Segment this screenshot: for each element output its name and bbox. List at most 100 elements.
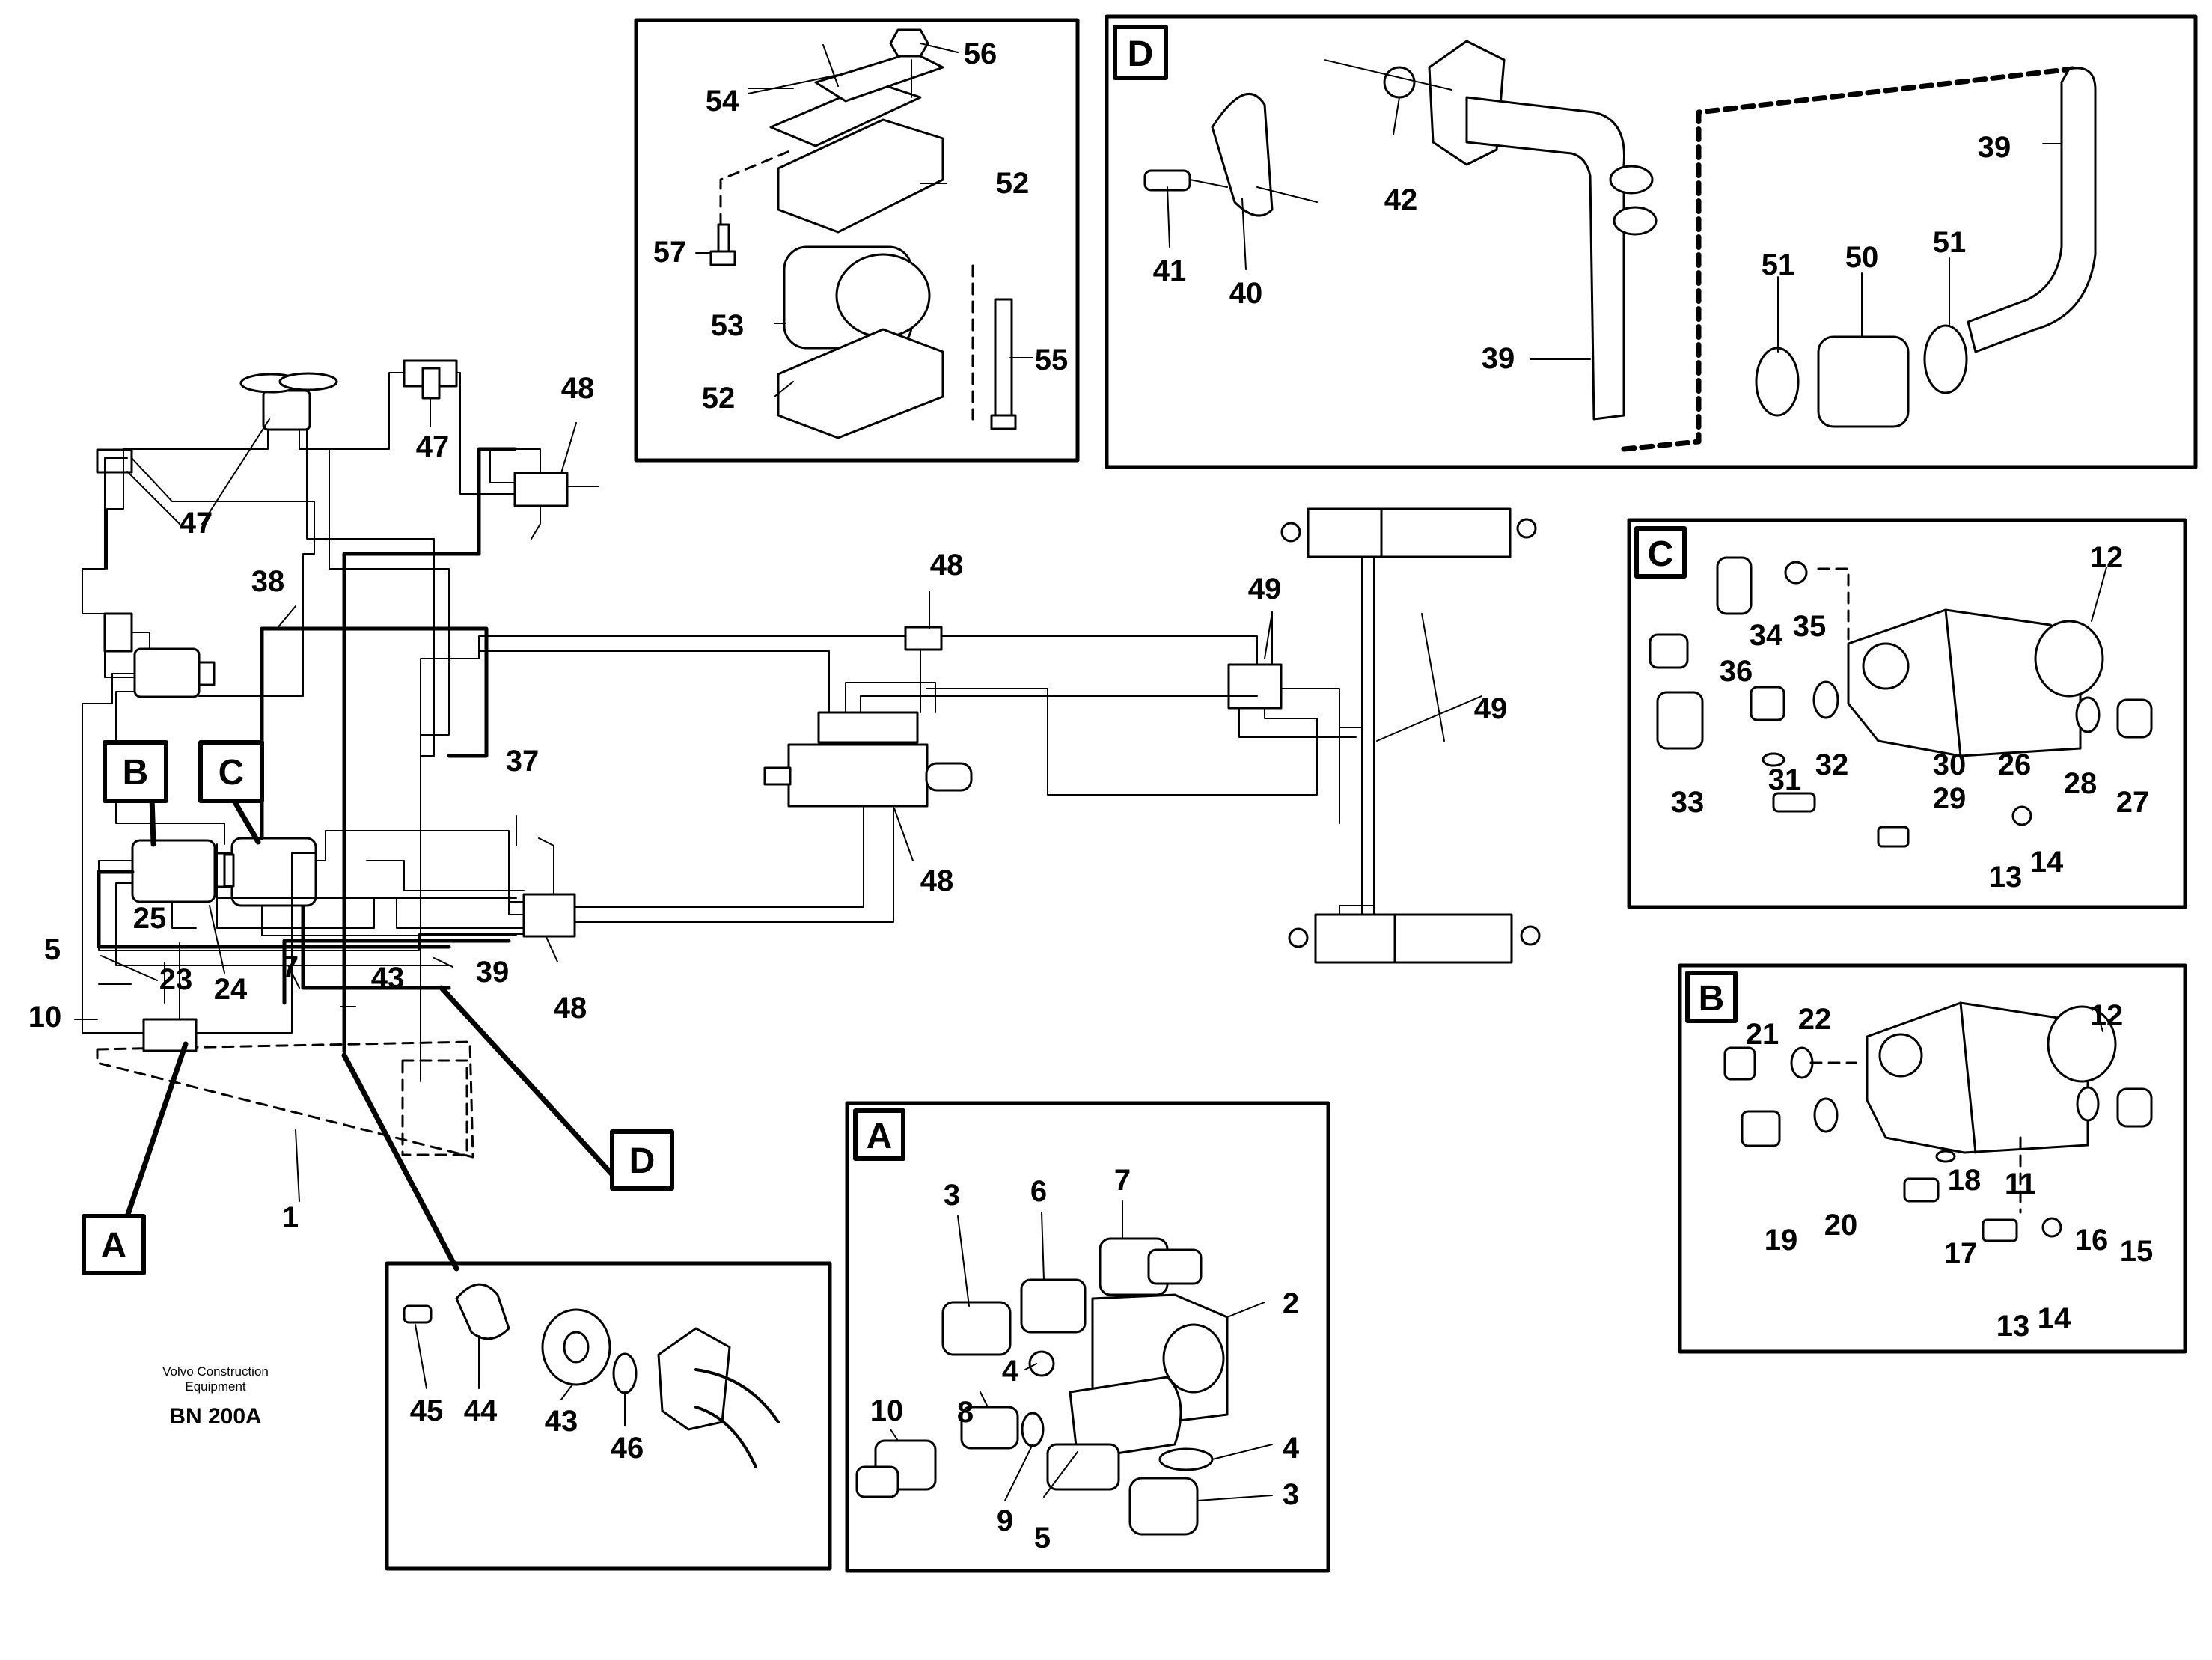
callout-c-13: 13 (1989, 861, 2023, 894)
callout-37: 37 (506, 745, 540, 778)
screw-45 (403, 1304, 433, 1324)
clamp-half-52-top (777, 118, 944, 234)
callout-c-35: 35 (1793, 610, 1827, 643)
callout-54: 54 (706, 85, 739, 118)
callout-45: 45 (410, 1394, 444, 1427)
callout-b-19: 19 (1765, 1224, 1798, 1257)
steering-cylinder-top (1307, 507, 1512, 558)
pump-11 (1866, 1001, 2089, 1154)
detail-panel-a (845, 1101, 1330, 1573)
callout-lines (74, 43, 2107, 1501)
valve-a (142, 1018, 198, 1052)
washer-14-b (2041, 1217, 2062, 1238)
fitting-36 (1649, 633, 1689, 669)
detail-box-labels: D C B A B C A D (82, 25, 1738, 1275)
detail-panel-b (1678, 963, 2187, 1354)
seal-18 (1935, 1150, 1956, 1163)
hose-39-port-2 (1613, 206, 1658, 236)
elbow-34 (1716, 556, 1753, 615)
label-box-d-panel (1113, 25, 1168, 80)
auxiliary-pump-shaft (198, 661, 216, 686)
callout-c-14: 14 (2030, 846, 2064, 879)
callout-c-32: 32 (1815, 748, 1849, 781)
callout-a-9: 9 (997, 1504, 1013, 1537)
callout-a-3-top: 3 (944, 1179, 960, 1212)
callout-b-21: 21 (1746, 1018, 1779, 1051)
part-numbers-flange: 45 44 43 46 (410, 1394, 644, 1465)
pump-26 (1847, 608, 2082, 757)
valve-48-top (513, 472, 569, 507)
label-box-d-main (610, 1129, 674, 1191)
elbow-body (1069, 1376, 1182, 1461)
callout-c-29: 29 (1933, 782, 1967, 815)
washer-14-c (2011, 805, 2032, 826)
valve-49 (1227, 663, 1283, 710)
clamp-block-53-bore (835, 253, 931, 338)
detail-panel-c (1627, 518, 2187, 909)
label-box-b-panel (1685, 971, 1738, 1023)
callout-47-top: 47 (416, 430, 450, 463)
elbow-3-top (941, 1301, 1012, 1356)
elbow-33 (1656, 691, 1704, 750)
fitting-29 (1772, 792, 1816, 813)
pump-b (131, 839, 216, 903)
callout-44: 44 (464, 1394, 498, 1427)
sensor-10-tip (855, 1465, 899, 1498)
label-b-panel: B (1699, 979, 1725, 1019)
steering-cylinder-bottom (1314, 913, 1513, 964)
callout-39-flexible: 39 (1978, 131, 2011, 164)
callout-a-2: 2 (1283, 1287, 1299, 1320)
cylinder-bottom-eye-left (1288, 927, 1309, 948)
callout-b-15: 15 (2120, 1235, 2154, 1268)
callout-43-detail: 43 (545, 1405, 578, 1438)
detail-clamp-assembly (709, 28, 1017, 439)
seal-22 (1790, 1046, 1814, 1079)
label-box-a-panel (853, 1108, 905, 1161)
detail-d-assembly (1143, 40, 2097, 452)
screw-13-b (1982, 1218, 2018, 1242)
callout-24: 24 (214, 973, 248, 1006)
o-ring-12-c (2034, 620, 2104, 698)
elbow-3-bottom (1128, 1477, 1199, 1536)
callout-43-main: 43 (371, 962, 405, 995)
label-c-main: C (219, 753, 245, 793)
control-valve-end (925, 762, 973, 792)
steering-wheel-right (278, 372, 338, 391)
callout-7: 7 (282, 950, 299, 983)
callout-56: 56 (964, 37, 997, 70)
callout-42: 42 (1384, 183, 1418, 216)
callout-1: 1 (282, 1201, 299, 1234)
label-b-main: B (123, 753, 149, 793)
flange-43-bore (563, 1331, 590, 1364)
valve-47-left (96, 448, 133, 474)
callout-49-cylinders: 49 (1474, 692, 1508, 725)
control-valve-top (817, 711, 919, 744)
callout-10: 10 (28, 1001, 62, 1034)
callout-c-33: 33 (1671, 786, 1705, 819)
callout-b-13: 13 (1996, 1310, 2030, 1343)
callout-a-7: 7 (1114, 1164, 1131, 1197)
callout-53: 53 (711, 309, 745, 342)
valve-47-top-body (421, 367, 441, 400)
detail-a-assembly (855, 1237, 1229, 1536)
callout-57: 57 (653, 236, 687, 269)
fitting-17 (1903, 1177, 1940, 1203)
pump-11-port (1878, 1033, 1923, 1078)
brand-line-1: Volvo Construction (162, 1364, 269, 1379)
callout-46: 46 (611, 1432, 644, 1465)
callout-51-left: 51 (1762, 248, 1795, 281)
main-schematic (82, 359, 1541, 1159)
part-numbers-d: 42 41 40 39 39 51 50 51 (1153, 131, 2011, 375)
seal-9 (1021, 1412, 1045, 1447)
o-ring-42 (1383, 66, 1416, 99)
callout-a-4-top: 4 (1002, 1355, 1019, 1388)
screw-57-head (709, 250, 736, 266)
label-box-c-panel (1634, 526, 1687, 579)
part-numbers-b: 12 21 22 18 11 19 20 16 17 15 13 14 (1746, 999, 2154, 1343)
callout-52-bottom: 52 (702, 382, 736, 415)
callout-b-17: 17 (1944, 1237, 1978, 1270)
bolt-55-head (990, 414, 1017, 430)
callout-c-28: 28 (2064, 767, 2098, 800)
screw-57 (717, 223, 730, 256)
